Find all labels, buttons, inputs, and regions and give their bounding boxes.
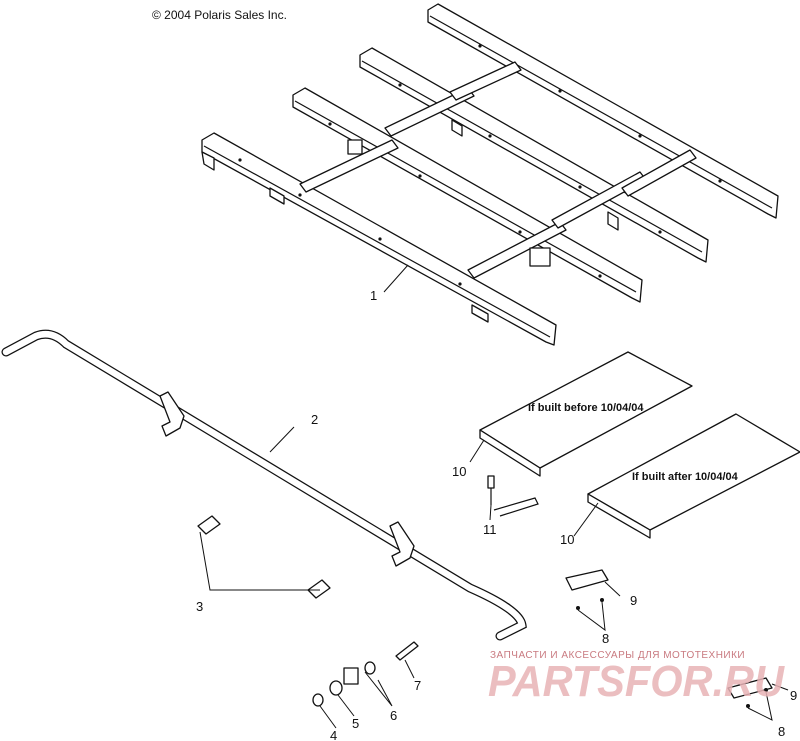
bolt-and-link xyxy=(487,475,539,517)
callout-4: 4 xyxy=(330,728,337,741)
watermark-tagline: ЗАПЧАСТИ И АКСЕССУАРЫ ДЛЯ МОТОТЕХНИКИ xyxy=(490,650,745,661)
callout-11: 11 xyxy=(483,522,497,537)
callout-2: 2 xyxy=(311,412,318,427)
callout-8-lower: 8 xyxy=(778,724,785,739)
note-built-before: If built before 10/04/04 xyxy=(528,402,644,414)
callout-9-lower: 9 xyxy=(790,688,797,703)
leader-lines xyxy=(199,264,789,729)
callout-3: 3 xyxy=(196,599,203,614)
callout-1: 1 xyxy=(370,288,377,303)
hardware-group xyxy=(312,641,419,707)
callout-5: 5 xyxy=(352,716,359,731)
plate-after xyxy=(587,413,800,539)
copyright-text: © 2004 Polaris Sales Inc. xyxy=(152,8,287,22)
callout-9-upper: 9 xyxy=(630,593,637,608)
watermark-brand: PARTSFOR.RU xyxy=(488,657,785,706)
callout-7: 7 xyxy=(414,678,421,693)
note-built-after: If built after 10/04/04 xyxy=(632,471,739,483)
plate-before xyxy=(479,351,693,477)
bracket-lower xyxy=(727,677,773,708)
bumper-pins xyxy=(197,515,331,599)
bumper-tube xyxy=(1,329,527,641)
callout-10-lower: 10 xyxy=(560,532,574,547)
callout-8-upper: 8 xyxy=(602,631,609,646)
frame-assembly xyxy=(201,3,779,346)
bracket-upper xyxy=(565,569,609,610)
callout-10-upper: 10 xyxy=(452,464,466,479)
callout-6: 6 xyxy=(390,708,397,723)
